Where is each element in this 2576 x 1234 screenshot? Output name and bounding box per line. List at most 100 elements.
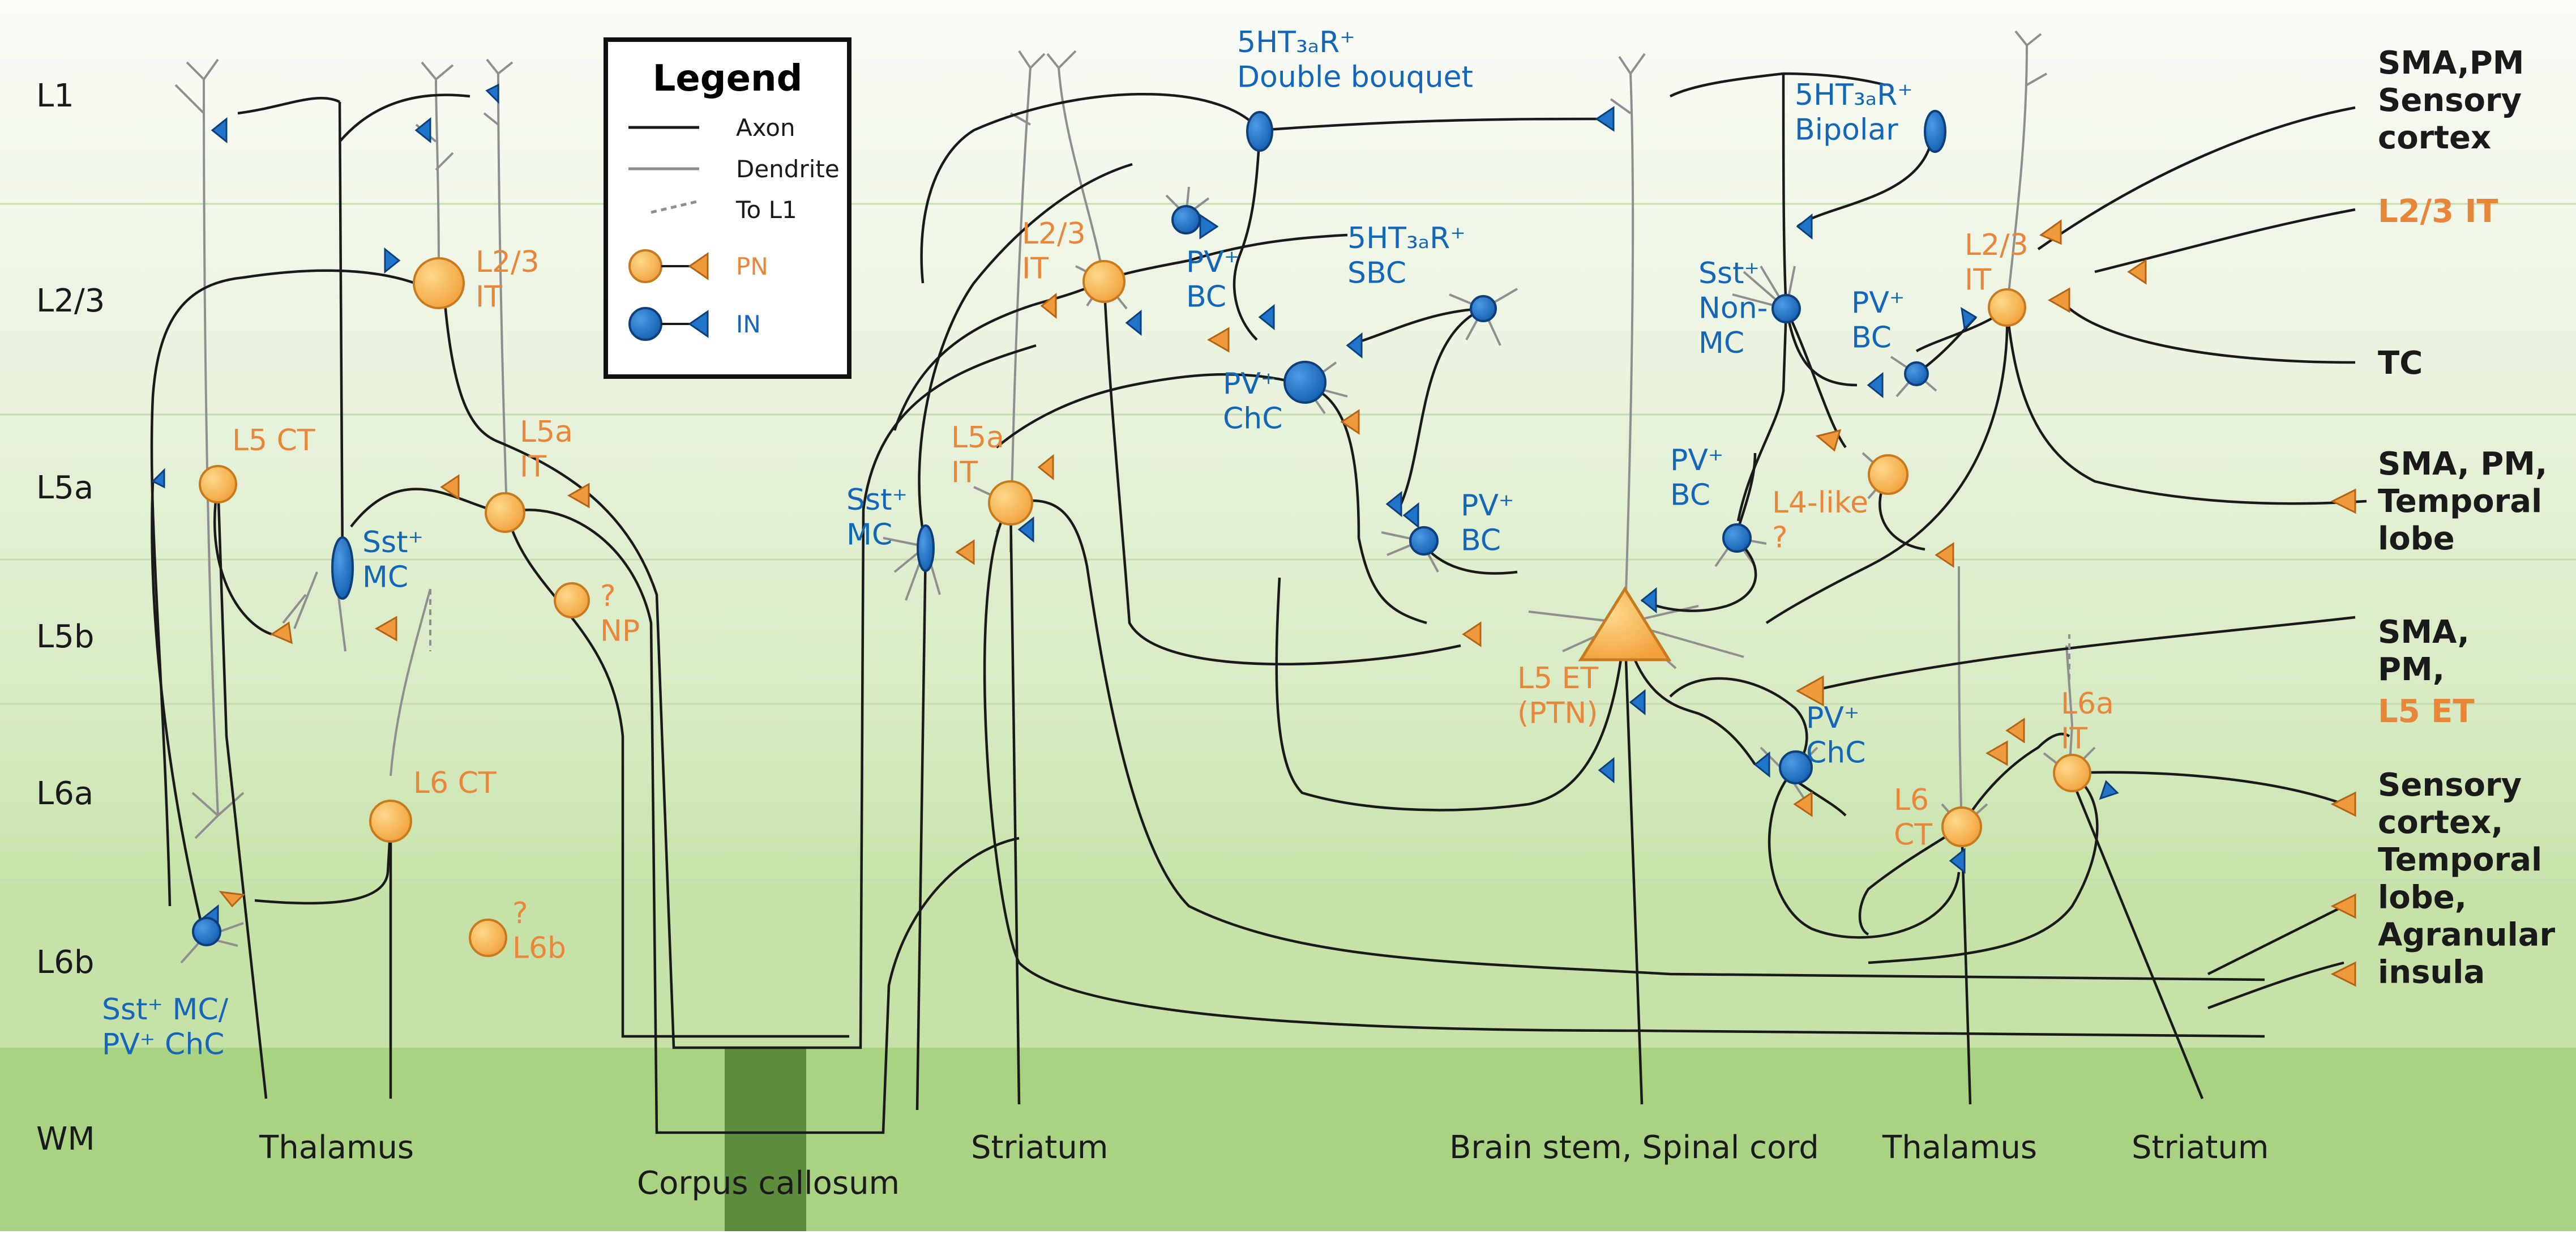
legend-in-soma xyxy=(628,307,662,341)
soma-double-bouquet xyxy=(1246,111,1273,152)
text-line: Sensory xyxy=(2378,82,2522,119)
text-line: PV⁺ xyxy=(1670,443,1723,477)
text-line: ? xyxy=(600,579,616,613)
in-synapses xyxy=(151,83,2119,931)
soma-l4-like xyxy=(1868,454,1909,495)
text-line: BC xyxy=(1670,478,1710,512)
label-sst-mc-left: Sst⁺MC xyxy=(362,526,423,594)
text-line: PV⁺ xyxy=(1851,286,1905,320)
text-line: BC xyxy=(1851,321,1892,355)
text-line: IT xyxy=(476,280,502,314)
bottom-target-labels: Thalamus Corpus callosum Striatum Brain … xyxy=(259,1129,2269,1202)
soma-sbc xyxy=(1470,295,1497,322)
label-pv-bc-mid: PV⁺BC xyxy=(1186,245,1239,314)
soma-l6b xyxy=(469,919,507,957)
soma-l23-it-right xyxy=(1988,288,2026,327)
text-line: cortex, xyxy=(2378,804,2503,841)
text-line: L5 ET xyxy=(2378,693,2475,730)
legend-pn-label: PN xyxy=(736,253,768,280)
soma-pv-chc-right xyxy=(1779,750,1813,784)
text-line: Temporal xyxy=(2378,483,2542,520)
layer-label-l5a: L5a xyxy=(36,469,93,506)
legend-pn-soma xyxy=(628,249,662,283)
soma-pv-bc-deep xyxy=(1409,526,1439,556)
text-line: Non- xyxy=(1698,291,1768,325)
text-line: ChC xyxy=(1806,736,1866,770)
label-sst-nonmc: Sst⁺Non-MC xyxy=(1698,257,1768,360)
soma-pv-bc-right2 xyxy=(1722,523,1752,553)
text-line: cortex xyxy=(2378,119,2491,156)
text-line: insula xyxy=(2378,954,2485,991)
text-line: Sst⁺ MC/ xyxy=(102,993,229,1027)
legend-title: Legend xyxy=(653,58,803,100)
text-line: L2/3 IT xyxy=(2378,193,2498,230)
target-corpus-callosum: Corpus callosum xyxy=(637,1165,900,1202)
text-line: L5 ET xyxy=(1517,661,1598,695)
text-line: SBC xyxy=(1347,256,1406,290)
text-line: IT xyxy=(2061,721,2087,755)
text-line: IT xyxy=(520,450,546,484)
text-line: Sst⁺ xyxy=(1698,257,1760,291)
white-matter-band xyxy=(0,1048,2576,1231)
text-line: IT xyxy=(1022,251,1049,285)
label-sbc: 5HT₃ₐR⁺SBC xyxy=(1347,221,1466,290)
label-l4-like: L4-like? xyxy=(1772,486,1868,554)
legend-tol1-label: To L1 xyxy=(735,196,797,224)
text-line: L4-like xyxy=(1772,486,1868,520)
soma-l5-et xyxy=(1578,586,1672,661)
text-line: PV⁺ xyxy=(1223,367,1276,401)
text-line: Double bouquet xyxy=(1237,60,1473,94)
label-l5-et: L5 ET(PTN) xyxy=(1517,661,1598,730)
text-line: IT xyxy=(1965,263,1991,297)
soma-bipolar xyxy=(1924,110,1946,153)
corpus-callosum-bar xyxy=(725,1048,806,1231)
label-pv-chc-right: PV⁺ChC xyxy=(1806,701,1866,770)
label-l5-ct-left: L5 CT xyxy=(232,424,315,458)
text-line: L6b xyxy=(512,931,566,965)
text-line: lobe xyxy=(2378,520,2455,557)
text-line: L5 CT xyxy=(232,424,315,458)
text-line: SMA, PM, xyxy=(2378,446,2547,483)
soma-sst-pv-left xyxy=(192,917,221,946)
soma-l5-ct-left xyxy=(199,465,237,503)
text-line: PV⁺ xyxy=(1461,489,1514,523)
soma-sst-nonmc xyxy=(1771,294,1801,323)
soma-pv-chc-mid xyxy=(1283,361,1326,404)
soma-l6-ct-left xyxy=(369,800,412,843)
text-line: L5a xyxy=(520,415,573,449)
soma-l23-it-mid xyxy=(1082,260,1126,303)
layer-labels: L1 L2/3 L5a L5b L6a L6b WM xyxy=(36,78,105,1158)
legend-axon-label: Axon xyxy=(736,114,795,142)
label-double-bouquet: 5HT₃ₐR⁺Double bouquet xyxy=(1237,25,1473,94)
layer-label-l6a: L6a xyxy=(36,775,93,812)
cortex-background xyxy=(0,0,2576,1048)
soma-l6a-it xyxy=(2053,754,2091,792)
soma-sst-mc-left xyxy=(331,536,354,600)
text-line: MC xyxy=(362,560,408,594)
layer-label-l6b: L6b xyxy=(36,944,94,981)
text-line: lobe, xyxy=(2378,879,2467,916)
text-line: L6a xyxy=(2061,687,2114,721)
text-line: MC xyxy=(846,518,892,552)
text-line: L6 CT xyxy=(413,766,497,800)
legend-in-synapse xyxy=(688,310,709,338)
somata xyxy=(192,110,2091,957)
text-line: PM, xyxy=(2378,651,2445,688)
target-striatum-left: Striatum xyxy=(971,1129,1108,1166)
soma-sst-mc-mid xyxy=(917,524,935,572)
layer-boundaries xyxy=(0,203,2576,881)
legend-pn-synapse xyxy=(688,252,709,280)
label-sst-mc-mid: Sst⁺MC xyxy=(846,483,908,552)
target-striatum-right: Striatum xyxy=(2132,1129,2269,1166)
